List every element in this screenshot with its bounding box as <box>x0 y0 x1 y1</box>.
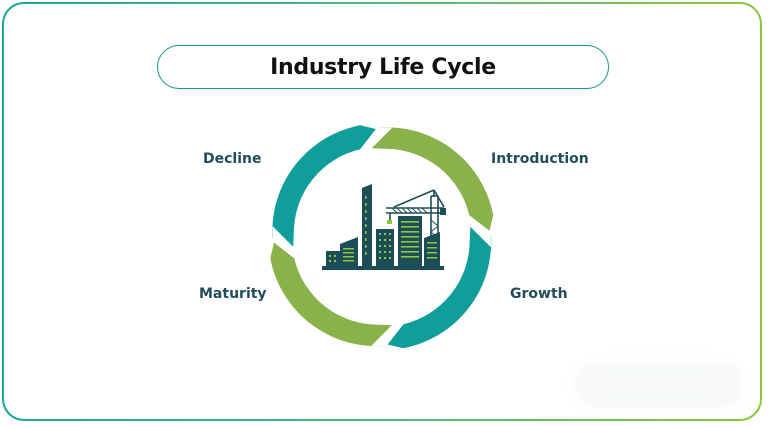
segment-maturity <box>270 242 392 347</box>
title-banner: Industry Life Cycle <box>157 45 609 89</box>
page-title: Industry Life Cycle <box>270 54 496 80</box>
stage-label-maturity: Maturity <box>199 286 267 302</box>
watermark-blur <box>574 362 744 408</box>
stage-label-decline: Decline <box>203 151 262 167</box>
city-buildings-with-crane-icon <box>322 184 446 270</box>
segment-decline <box>272 125 376 247</box>
segment-growth <box>387 226 492 349</box>
stage-label-growth: Growth <box>510 286 568 302</box>
stage-label-introduction: Introduction <box>491 151 589 167</box>
segment-introduction <box>371 127 494 231</box>
